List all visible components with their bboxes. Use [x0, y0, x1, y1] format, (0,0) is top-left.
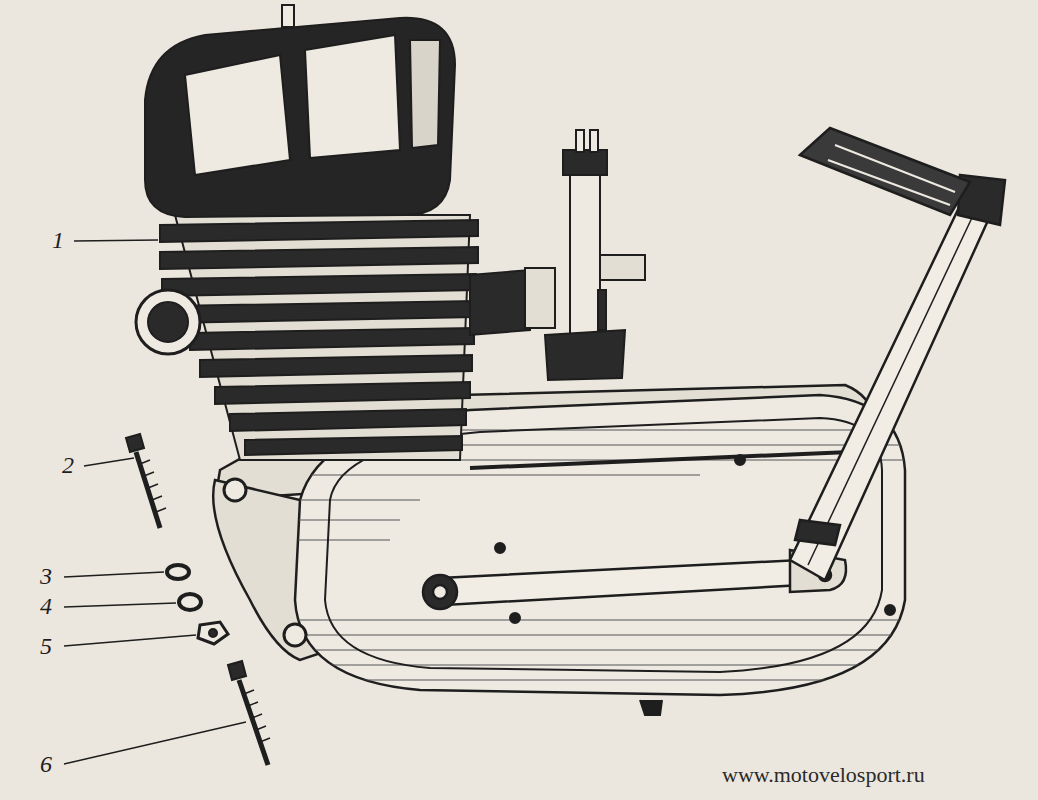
kick-arm [790, 195, 995, 580]
callout-number: 6 [40, 750, 52, 778]
screw [735, 455, 745, 465]
screw [510, 613, 520, 623]
lever-boss-hole [433, 585, 447, 599]
leader-line [84, 458, 134, 466]
exhaust-port-bore [148, 302, 188, 342]
fin [160, 247, 478, 269]
callout-number: 2 [62, 451, 74, 479]
pedal-groove [828, 160, 950, 205]
leader-line [64, 603, 176, 607]
fasteners [126, 434, 270, 765]
callout-number: 5 [40, 632, 52, 660]
hatch-line [290, 540, 390, 541]
leader-line [64, 572, 164, 577]
watermark: www.motovelosport.ru [722, 762, 925, 788]
float-chamber [545, 330, 625, 380]
head-body [145, 18, 455, 217]
fin [190, 328, 474, 350]
carb-body [570, 170, 600, 340]
carb-cap [563, 150, 607, 175]
leader-line [74, 240, 158, 241]
head-fin-face [305, 35, 400, 158]
tickler [598, 290, 606, 330]
hatch-line [290, 475, 700, 476]
spark-plug [282, 5, 294, 27]
leader-lines [64, 240, 246, 764]
bolt-head [228, 661, 246, 680]
cylinder [136, 215, 478, 460]
carburettor [470, 130, 645, 380]
screw [495, 543, 505, 553]
arm-edge [808, 205, 978, 565]
lever-boss [423, 575, 457, 609]
carb-flange [525, 268, 555, 328]
cover-rib [470, 452, 850, 468]
head-fin-face [410, 40, 440, 148]
hatch-line [290, 520, 400, 521]
kick-pedal [800, 128, 970, 215]
nut-hole [209, 629, 217, 637]
leader-line [64, 635, 196, 646]
hatch-line [290, 665, 910, 666]
cover-details [224, 418, 895, 715]
callout-number: 4 [40, 592, 52, 620]
hatch-line [290, 680, 910, 681]
kickstart-lever [790, 128, 1005, 580]
fin [200, 355, 472, 377]
leader-line [64, 722, 246, 764]
bolt-thread [140, 460, 166, 512]
hatch-line [290, 650, 910, 651]
fin [162, 274, 476, 296]
mount-hole [284, 624, 306, 646]
carb-pin [590, 130, 598, 152]
lever-rod [440, 560, 802, 605]
bolt-shank [136, 452, 160, 528]
intake [470, 270, 530, 335]
hatch-line [290, 500, 420, 501]
washer [167, 565, 189, 579]
fin [215, 382, 470, 404]
bolt-head [126, 434, 144, 452]
bolt-thread [244, 690, 270, 742]
mount-hole [224, 479, 246, 501]
screw [885, 605, 895, 615]
exhaust-port [136, 290, 200, 354]
kick-clamp [795, 520, 840, 545]
carb-mixing [600, 255, 645, 280]
drain-plug [640, 700, 662, 715]
fin [230, 409, 466, 431]
hatch-line [290, 620, 910, 621]
fin [160, 220, 478, 242]
fin [245, 436, 462, 455]
head-fin-face [185, 55, 290, 175]
spring-washer [179, 594, 201, 610]
cylinder-head [145, 5, 455, 217]
callout-number: 1 [52, 226, 64, 254]
nut [198, 622, 228, 644]
carb-pin [576, 130, 584, 152]
hatch-line [290, 635, 910, 636]
fin [170, 301, 476, 323]
gear-lever [423, 550, 846, 609]
callout-number: 3 [40, 562, 52, 590]
